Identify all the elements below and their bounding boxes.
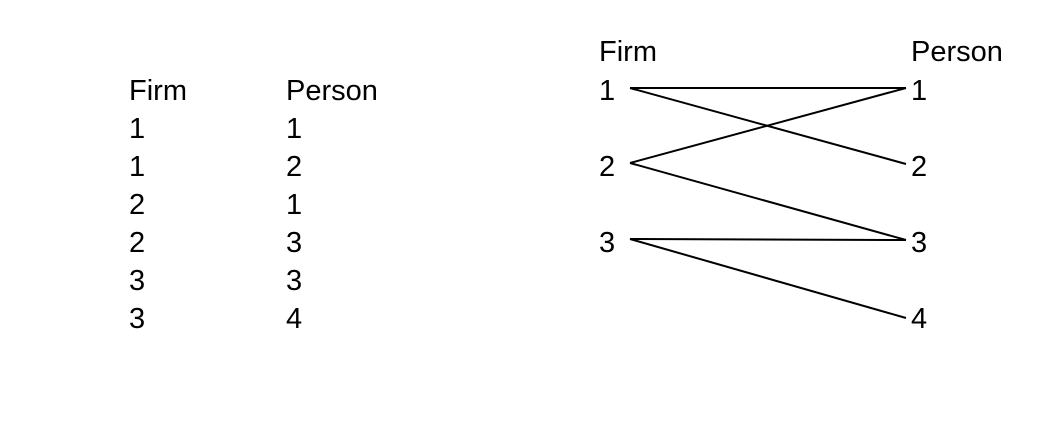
table-cell-firm: 2 xyxy=(129,189,146,221)
person-node-label: 4 xyxy=(911,303,928,335)
table-cell-person: 2 xyxy=(286,151,303,183)
person-node-label: 3 xyxy=(911,227,928,259)
firm-node-label: 2 xyxy=(599,151,616,183)
graph-header-person: Person xyxy=(911,36,1003,68)
table-header-firm: Firm xyxy=(129,75,187,107)
edge-firm-3-person-3 xyxy=(629,238,907,241)
table-cell-person: 3 xyxy=(286,265,303,297)
table-cell-person: 4 xyxy=(286,303,303,335)
table-cell-person: 3 xyxy=(286,227,303,259)
table-cell-person: 1 xyxy=(286,113,303,145)
firm-node-label: 1 xyxy=(599,75,616,107)
table-cell-firm: 1 xyxy=(129,113,146,145)
table-cell-firm: 3 xyxy=(129,265,146,297)
edge-firm-2-person-1 xyxy=(629,87,907,164)
graph-header-firm: Firm xyxy=(599,36,657,68)
table-cell-person: 1 xyxy=(286,189,303,221)
table-cell-firm: 2 xyxy=(129,227,146,259)
person-node-label: 1 xyxy=(911,75,928,107)
edge-firm-2-person-3 xyxy=(629,162,907,241)
firm-node-label: 3 xyxy=(599,227,616,259)
person-node-label: 2 xyxy=(911,151,928,183)
edge-firm-3-person-4 xyxy=(629,238,907,319)
table-cell-firm: 1 xyxy=(129,151,146,183)
table-header-person: Person xyxy=(286,75,378,107)
table-cell-firm: 3 xyxy=(129,303,146,335)
